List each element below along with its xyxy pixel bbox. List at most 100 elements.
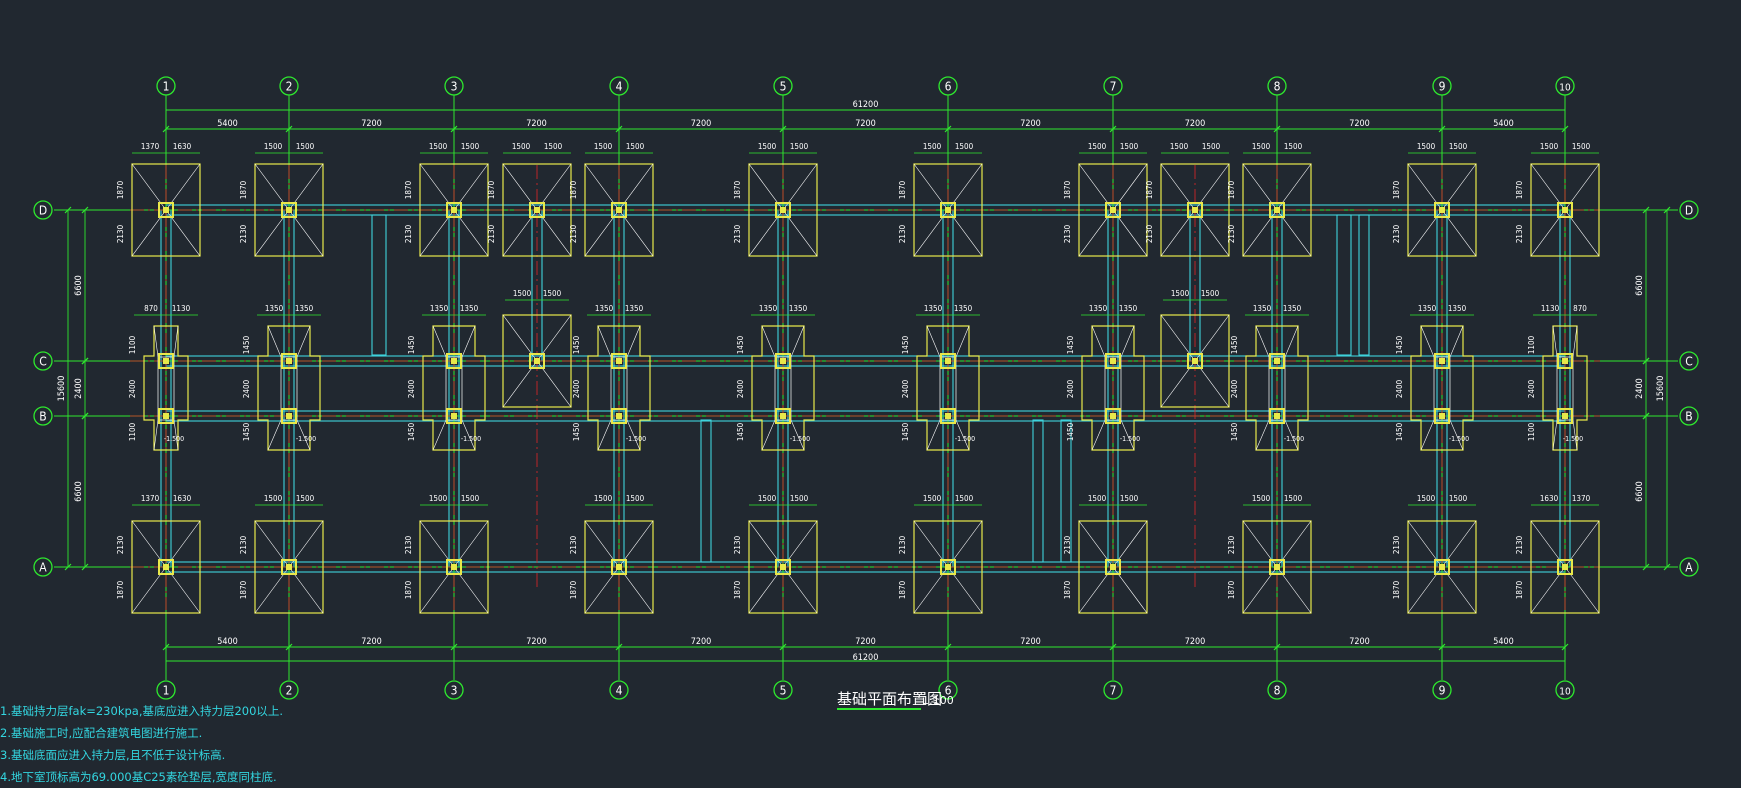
footing-D-5: [748, 163, 818, 257]
footing-side-label: 2400: [736, 379, 745, 398]
footing-A-5: [913, 520, 983, 614]
footing-beam-core: [774, 356, 792, 421]
footing-dim-label: 1500: [1088, 142, 1107, 151]
footing-diagonal: [597, 419, 612, 451]
footing-D-10: [1407, 163, 1477, 257]
axis-bubble-circle: [1679, 351, 1699, 371]
column-stub: [158, 559, 174, 575]
footing-side-label: 1450: [1230, 422, 1239, 441]
footing-dim-label: 1500: [512, 142, 531, 151]
footing-side-label: 1450: [1395, 422, 1404, 441]
column-stub: [1269, 353, 1285, 369]
footing-dim-label: 1500: [1252, 142, 1271, 151]
axis-bubble-label: B: [39, 410, 46, 424]
footing-side-label: 1870: [1063, 180, 1072, 199]
footing-dim-label: 1500: [594, 142, 613, 151]
column-core: [616, 207, 622, 213]
footing-dim-label: 1130: [172, 304, 191, 313]
axis-bubble-top-6: 6: [938, 76, 958, 96]
axis-bubble-label: 1: [163, 80, 170, 94]
column-stub: [1557, 202, 1573, 218]
footing-CB-2: [422, 325, 486, 451]
footing-side-label: 1870: [239, 580, 248, 599]
dim-top-label: 7200: [691, 119, 712, 129]
footing-dim-label: 1500: [1120, 494, 1139, 503]
footing-dim-label: 1500: [955, 494, 974, 503]
footing-side-label: 1450: [407, 422, 416, 441]
axis-bubble-label: B: [1685, 410, 1692, 424]
beam-extra-2: [700, 419, 712, 563]
footing-outline: [1407, 520, 1477, 614]
column-stub: [1269, 559, 1285, 575]
dim-right-3-label: 6600: [1635, 481, 1645, 502]
axis-bubble-circle: [33, 200, 53, 220]
column-core: [945, 413, 951, 419]
footing-diagonal: [1572, 325, 1578, 358]
footing-dim-label: 1350: [954, 304, 973, 313]
column-stub: [1269, 408, 1285, 424]
footing-dim-label: 1500: [1201, 289, 1220, 298]
drawing-title: 基础平面布置图 1:100: [837, 690, 954, 710]
footing-diagonal: [1255, 419, 1270, 451]
dim-bottom-tick: [1273, 643, 1281, 651]
axis-bubble-circle: [156, 76, 176, 96]
axis-bubble-circle: [1679, 200, 1699, 220]
footing-dim-label: 1500: [1170, 142, 1189, 151]
note-1: 1.基础持力层fak=230kpa,基底应进入持力层200以上.: [0, 704, 284, 718]
footing-side-label: 1870: [1515, 180, 1524, 199]
axis-bubble-label: 3: [451, 684, 458, 698]
axis-bubble-label: 6: [945, 684, 952, 698]
elevation-label: -1.500: [1120, 435, 1140, 443]
footing-dim-label: 1350: [625, 304, 644, 313]
footing-diagonal: [790, 325, 805, 358]
column-core: [286, 358, 292, 364]
footing-outline: [131, 520, 201, 614]
axis-bubble-bottom-3: 3: [444, 680, 464, 700]
footing-CB-11: [1542, 325, 1588, 451]
column-stub: [158, 202, 174, 218]
axis-bubble-circle: [444, 76, 464, 96]
footing-diagonal: [1120, 325, 1135, 358]
footing-diagonal: [296, 325, 311, 358]
note-4: 4.地下室顶标高为69.000基C25素砼垫层,宽度同柱底.: [0, 770, 277, 784]
axis-bubble-left-C: C: [33, 351, 53, 371]
footing-CB-7: [1081, 325, 1145, 451]
footing-diagonal: [1091, 419, 1106, 451]
drawing-scale-text: 1:100: [922, 694, 954, 707]
axis-bubble-bottom-8: 8: [1267, 680, 1287, 700]
axis-bubble-circle: [1679, 406, 1699, 426]
footing-outline: [748, 163, 818, 257]
axis-bubble-top-10: 10: [1555, 76, 1575, 96]
footing-D-1: [254, 163, 324, 257]
column-core: [1110, 413, 1116, 419]
column-stub: [611, 202, 627, 218]
column-core: [1562, 207, 1568, 213]
column-core: [163, 564, 169, 570]
footing-dim-label: 1500: [1449, 142, 1468, 151]
footing-side-label: 1100: [1527, 335, 1536, 354]
axis-bubble-label: 3: [451, 80, 458, 94]
footing-side-label: 2130: [1227, 535, 1236, 554]
footing-beam-core: [939, 356, 957, 421]
column-stub: [281, 202, 297, 218]
column-stub: [281, 559, 297, 575]
column-stub: [281, 408, 297, 424]
axis-bubble-circle: [1555, 76, 1575, 96]
dim-top-label: 5400: [217, 119, 238, 129]
footing-side-label: 1870: [569, 580, 578, 599]
footing-side-label: 1450: [1066, 422, 1075, 441]
footing-side-label: 1450: [407, 335, 416, 354]
footing-dim-label: 1500: [1449, 494, 1468, 503]
drawing-title-text: 基础平面布置图: [837, 690, 942, 708]
footing-side-label: 2130: [239, 535, 248, 554]
column-core: [1274, 413, 1280, 419]
axis-bubble-circle: [609, 76, 629, 96]
dim-left-outer-label: 15600: [57, 376, 67, 402]
footing-dim-label: 1500: [264, 142, 283, 151]
column-stub: [940, 408, 956, 424]
axis-bubble-circle: [33, 557, 53, 577]
footing-outline: [913, 520, 983, 614]
column-core: [286, 207, 292, 213]
